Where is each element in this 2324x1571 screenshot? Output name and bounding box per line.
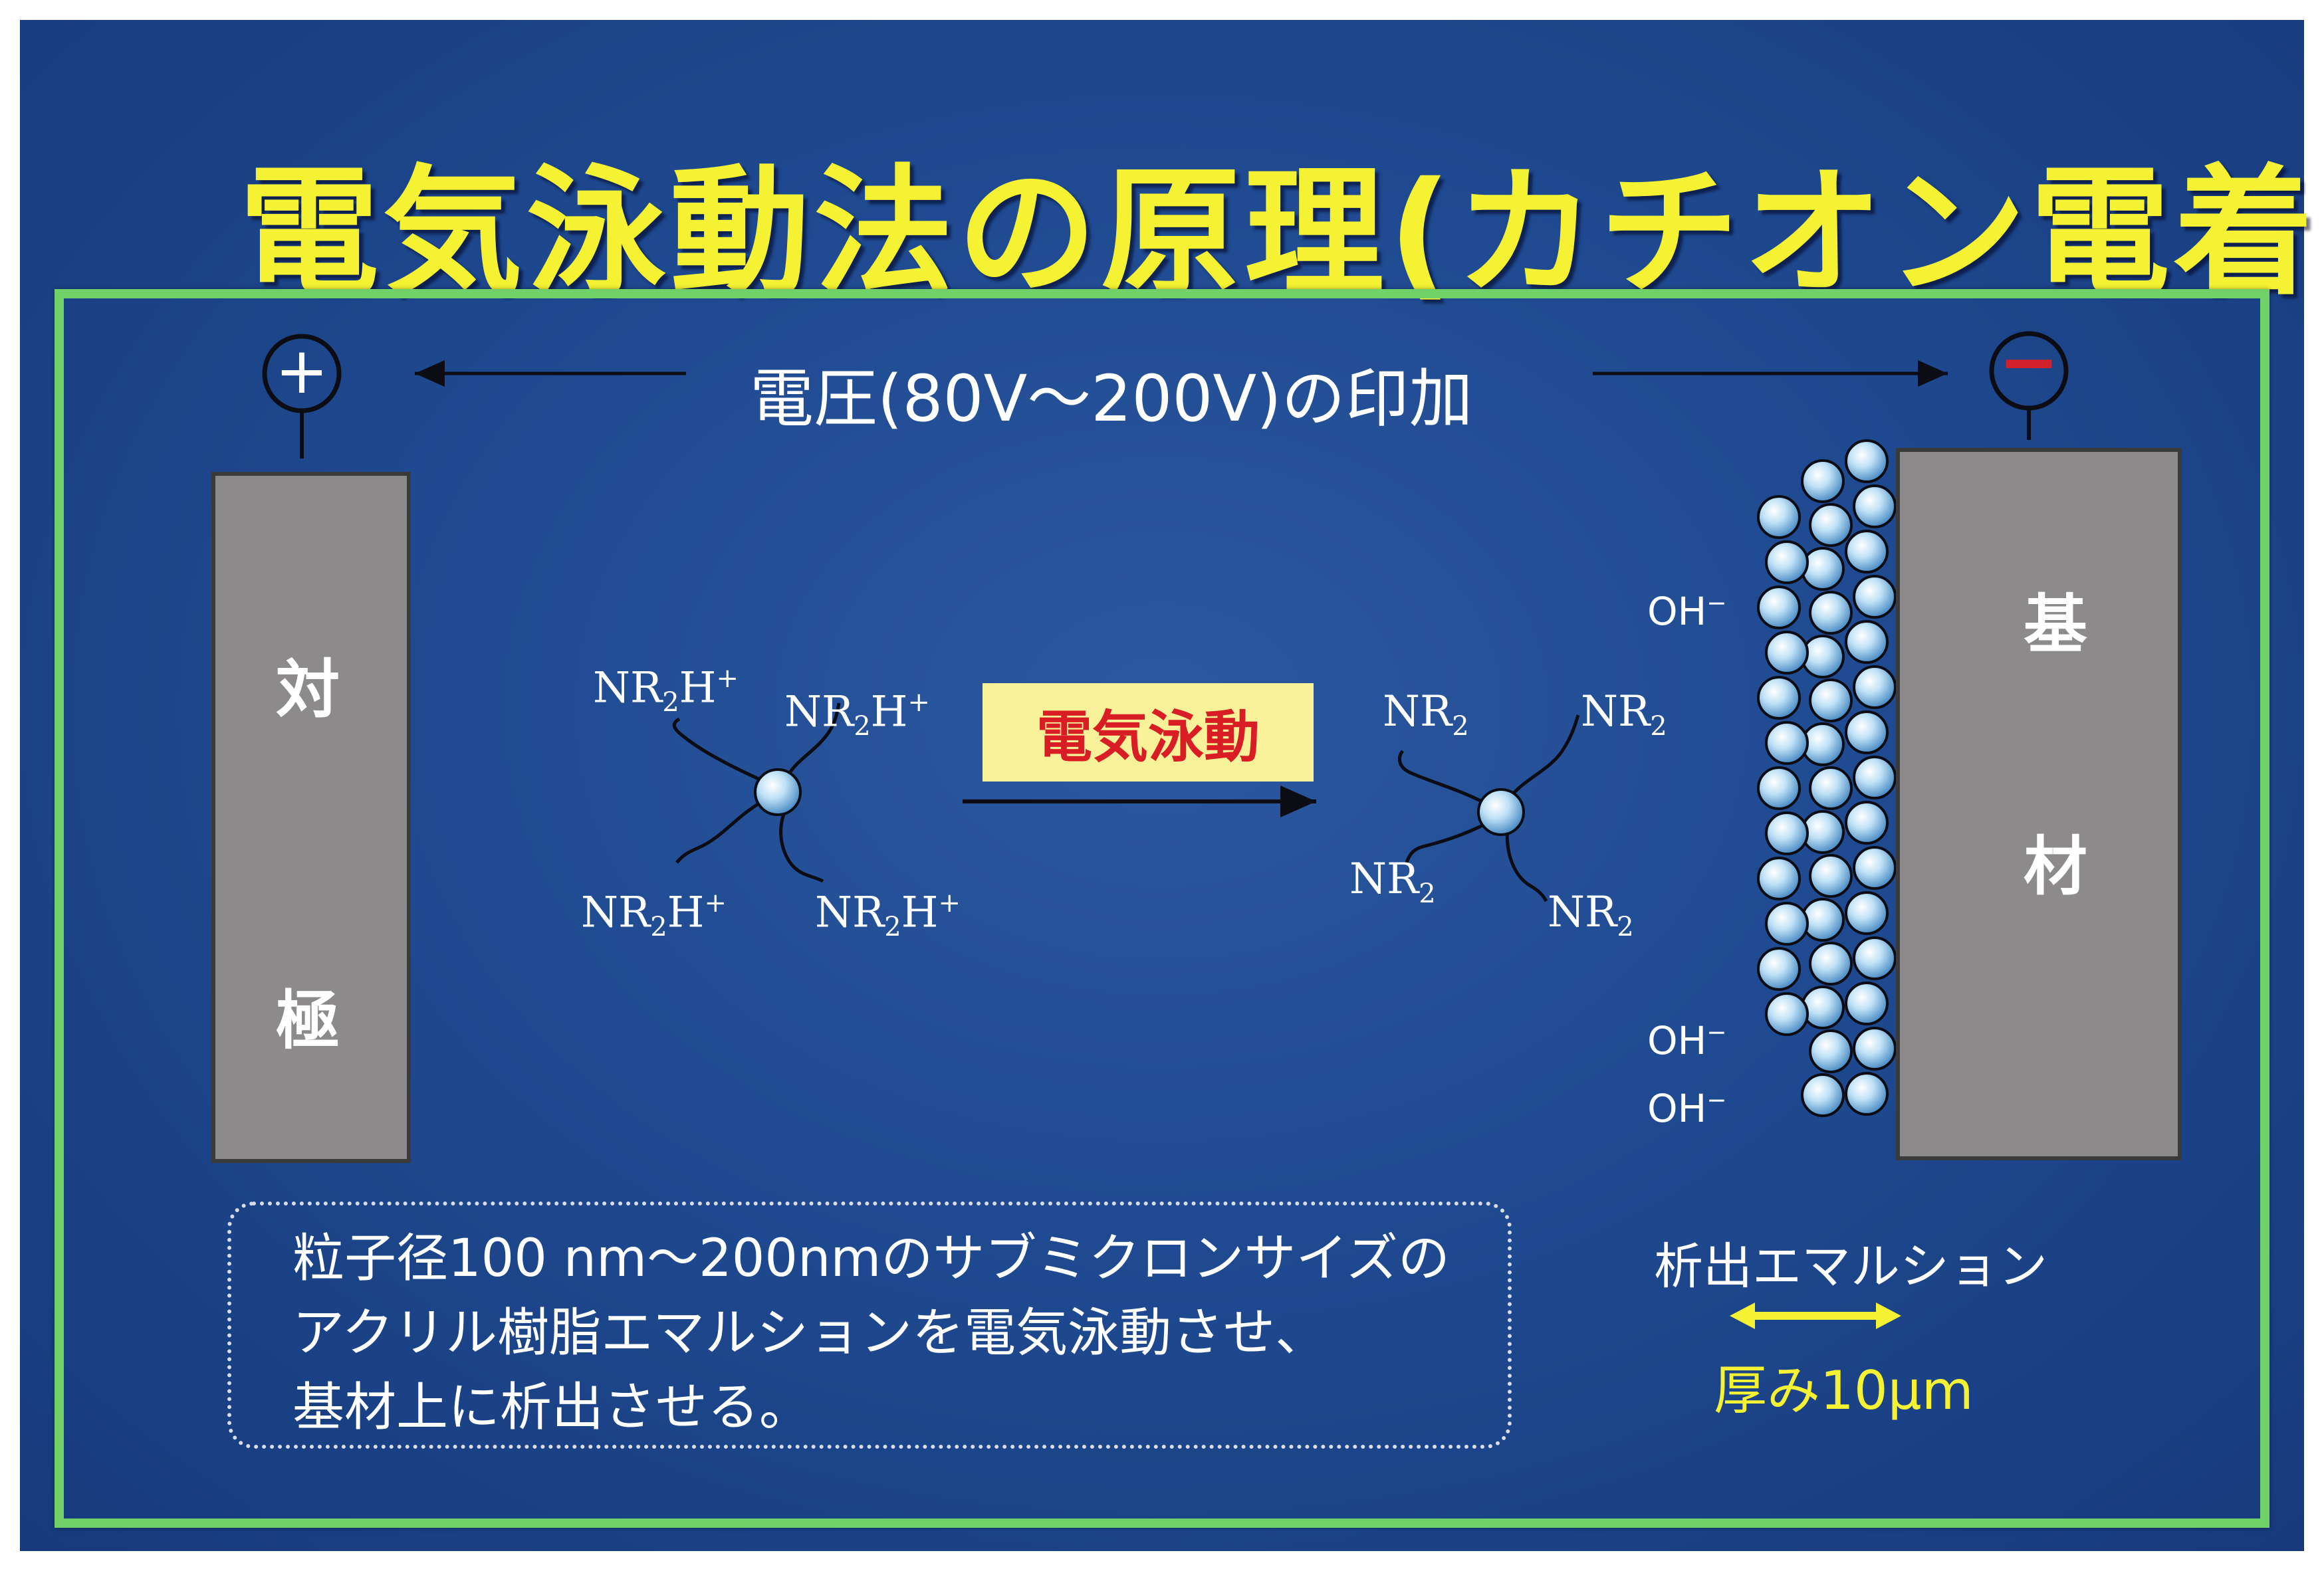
emulsion-particle bbox=[1765, 902, 1809, 946]
neutral-group: NR2 bbox=[1548, 888, 1634, 942]
counter-electrode bbox=[211, 472, 411, 1163]
counter-electrode-char-1: 対 bbox=[276, 653, 340, 727]
emulsion-particle bbox=[1853, 484, 1897, 528]
description-line: 基材上に析出させる。 bbox=[292, 1378, 812, 1437]
hydroxide-ion: OH− bbox=[1647, 1086, 1727, 1131]
description-line: 粒子径100 nm～200nmのサブミクロンサイズの bbox=[292, 1229, 1451, 1289]
substrate bbox=[1896, 448, 2182, 1160]
emulsion-particle bbox=[1845, 891, 1889, 935]
neutral-particle bbox=[1397, 714, 1580, 902]
hydroxide-ion: OH− bbox=[1647, 589, 1727, 634]
hydroxide-ion: OH− bbox=[1647, 1018, 1727, 1063]
emulsion-particle bbox=[1757, 766, 1801, 810]
emulsion-particle bbox=[1845, 620, 1889, 664]
diagram-frame bbox=[55, 289, 2269, 1528]
deposited-particles bbox=[1757, 439, 1897, 1117]
emulsion-particle bbox=[1853, 665, 1897, 709]
description-line: アクリル樹脂エマルションを電気泳動させ、 bbox=[292, 1303, 1328, 1363]
thickness-arrow bbox=[1730, 1303, 1901, 1329]
emulsion-particle bbox=[1845, 801, 1889, 845]
emulsion-particle bbox=[1801, 459, 1845, 503]
emulsion-particle bbox=[1809, 503, 1853, 547]
emulsion-particle bbox=[1853, 756, 1897, 799]
substrate-char-1: 基 bbox=[2024, 587, 2087, 662]
charged-group: NR2H+ bbox=[784, 687, 930, 742]
charged-group: NR2H+ bbox=[581, 888, 727, 943]
emulsion-particle bbox=[1765, 540, 1809, 584]
emulsion-particle bbox=[1757, 495, 1801, 539]
neutral-group: NR2 bbox=[1383, 687, 1469, 742]
emulsion-particle bbox=[1765, 811, 1809, 855]
emulsion-particle bbox=[1845, 1072, 1889, 1116]
emulsion-particle bbox=[1809, 766, 1853, 810]
emulsion-particle bbox=[1853, 846, 1897, 890]
emulsion-particle bbox=[1765, 631, 1809, 675]
emulsion-particle bbox=[1845, 982, 1889, 1025]
emulsion-particle bbox=[1845, 530, 1889, 574]
electrophoresis-label: 電気泳動 bbox=[983, 683, 1314, 782]
emulsion-particle bbox=[1757, 676, 1801, 720]
counter-electrode-char-2: 極 bbox=[276, 984, 340, 1058]
slide: + − bbox=[20, 20, 2324, 1551]
neutral-group: NR2 bbox=[1581, 687, 1667, 742]
positive-terminal bbox=[262, 334, 342, 459]
particle-ball-before bbox=[754, 768, 802, 816]
emulsion-particle bbox=[1757, 857, 1801, 900]
emulsion-particle bbox=[1765, 992, 1809, 1036]
emulsion-particle bbox=[1809, 942, 1853, 986]
particle-ball-after bbox=[1477, 788, 1525, 836]
emulsion-particle bbox=[1765, 721, 1809, 765]
emulsion-particle bbox=[1809, 1029, 1853, 1073]
minus-sign: − bbox=[1998, 319, 2059, 404]
emulsion-particle bbox=[1845, 439, 1889, 483]
voltage-label: 電圧(80V～200V)の印加 bbox=[750, 362, 1473, 436]
emulsion-particle bbox=[1853, 936, 1897, 980]
emulsion-particle bbox=[1853, 575, 1897, 619]
charged-group: NR2H+ bbox=[815, 888, 961, 943]
emulsion-particle bbox=[1853, 1027, 1897, 1071]
thickness-label: 厚み10μm bbox=[1714, 1360, 1974, 1421]
deposition-label: 析出エマルション bbox=[1654, 1238, 2047, 1295]
emulsion-particle bbox=[1809, 679, 1853, 722]
charged-group: NR2H+ bbox=[593, 663, 739, 718]
charged-particle bbox=[672, 702, 841, 883]
emulsion-particle bbox=[1809, 591, 1853, 635]
diagram-graphics: + − bbox=[262, 319, 2069, 1329]
emulsion-particle bbox=[1845, 710, 1889, 754]
description-box: 粒子径100 nm～200nmのサブミクロンサイズの アクリル樹脂エマルションを… bbox=[227, 1202, 1512, 1449]
plus-sign: + bbox=[275, 334, 328, 408]
substrate-char-2: 材 bbox=[2024, 829, 2087, 904]
emulsion-particle bbox=[1757, 947, 1801, 991]
negative-terminal bbox=[1989, 331, 2069, 440]
emulsion-particle bbox=[1801, 1073, 1845, 1117]
emulsion-particle bbox=[1809, 854, 1853, 898]
neutral-group: NR2 bbox=[1349, 855, 1436, 909]
page-title: 電気泳動法の原理(カチオン電着) bbox=[239, 152, 2324, 314]
emulsion-particle bbox=[1757, 585, 1801, 629]
